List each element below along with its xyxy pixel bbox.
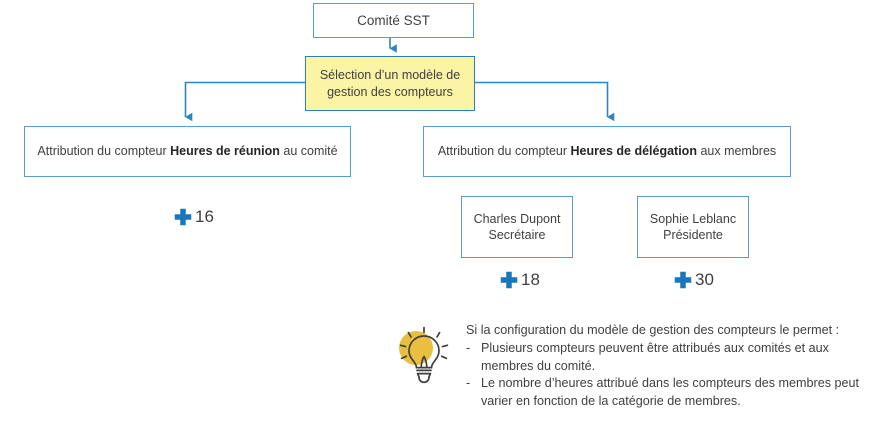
text-after: au comité xyxy=(279,144,338,159)
tip-lead: Si la configuration du modèle de gestion… xyxy=(466,323,840,337)
tip-text: Si la configuration du modèle de gestion… xyxy=(466,320,861,410)
tip-bullet-text: Plusieurs compteurs peuvent être attribu… xyxy=(481,341,829,373)
node-member-sophie-leblanc[interactable]: Sophie Leblanc Présidente xyxy=(637,196,749,258)
tip-bullet: - Le nombre d’heures attribué dans les c… xyxy=(466,375,861,410)
tip-bullet-marker: - xyxy=(466,376,471,391)
node-comite-sst-label: Comité SST xyxy=(357,12,430,28)
text-after: aux membres xyxy=(696,144,777,159)
plus-icon xyxy=(174,208,192,226)
text-before: Attribution du compteur xyxy=(437,144,571,159)
connector-selection-to-reunion xyxy=(184,81,305,122)
text-emphasis: Heures de délégation xyxy=(570,144,697,159)
connector-selection-to-delegation xyxy=(475,81,615,122)
member-role: Secrétaire xyxy=(488,228,546,242)
counter-value: 16 xyxy=(195,207,214,226)
member-name: Charles Dupont xyxy=(473,211,561,226)
tip-bullet: - Plusieurs compteurs peuvent être attri… xyxy=(466,340,861,375)
plus-icon xyxy=(500,271,518,289)
plus-icon xyxy=(674,271,692,289)
counter-value: 18 xyxy=(521,270,540,289)
tip-callout: Si la configuration du modèle de gestion… xyxy=(396,320,861,410)
lightbulb-icon xyxy=(399,326,449,384)
tip-bullet-marker: - xyxy=(466,341,471,356)
node-selection-modele[interactable]: Sélection d’un modèle de gestion des com… xyxy=(305,56,475,111)
counter-badge-charles-dupont: 18 xyxy=(498,269,540,291)
node-attribution-heures-delegation[interactable]: Attribution du compteur Heures de déléga… xyxy=(423,126,791,177)
member-role: Présidente xyxy=(663,228,723,242)
node-attribution-heures-delegation-label: Attribution du compteur Heures de déléga… xyxy=(424,143,790,159)
node-attribution-heures-reunion-label: Attribution du compteur Heures de réunio… xyxy=(25,143,350,159)
counter-badge-reunion: 16 xyxy=(172,206,214,228)
node-member-charles-dupont[interactable]: Charles Dupont Secrétaire xyxy=(461,196,573,258)
text-emphasis: Heures de réunion xyxy=(170,144,280,159)
node-selection-modele-label: Sélection d’un modèle de gestion des com… xyxy=(319,68,461,99)
counter-badge-sophie-leblanc: 30 xyxy=(672,269,714,291)
node-attribution-heures-reunion[interactable]: Attribution du compteur Heures de réunio… xyxy=(24,126,351,177)
text-before: Attribution du compteur xyxy=(37,144,171,159)
node-comite-sst[interactable]: Comité SST xyxy=(313,3,474,38)
member-name: Sophie Leblanc xyxy=(649,211,737,226)
tip-bullet-text: Le nombre d’heures attribué dans les com… xyxy=(481,376,860,408)
counter-value: 30 xyxy=(695,270,714,289)
